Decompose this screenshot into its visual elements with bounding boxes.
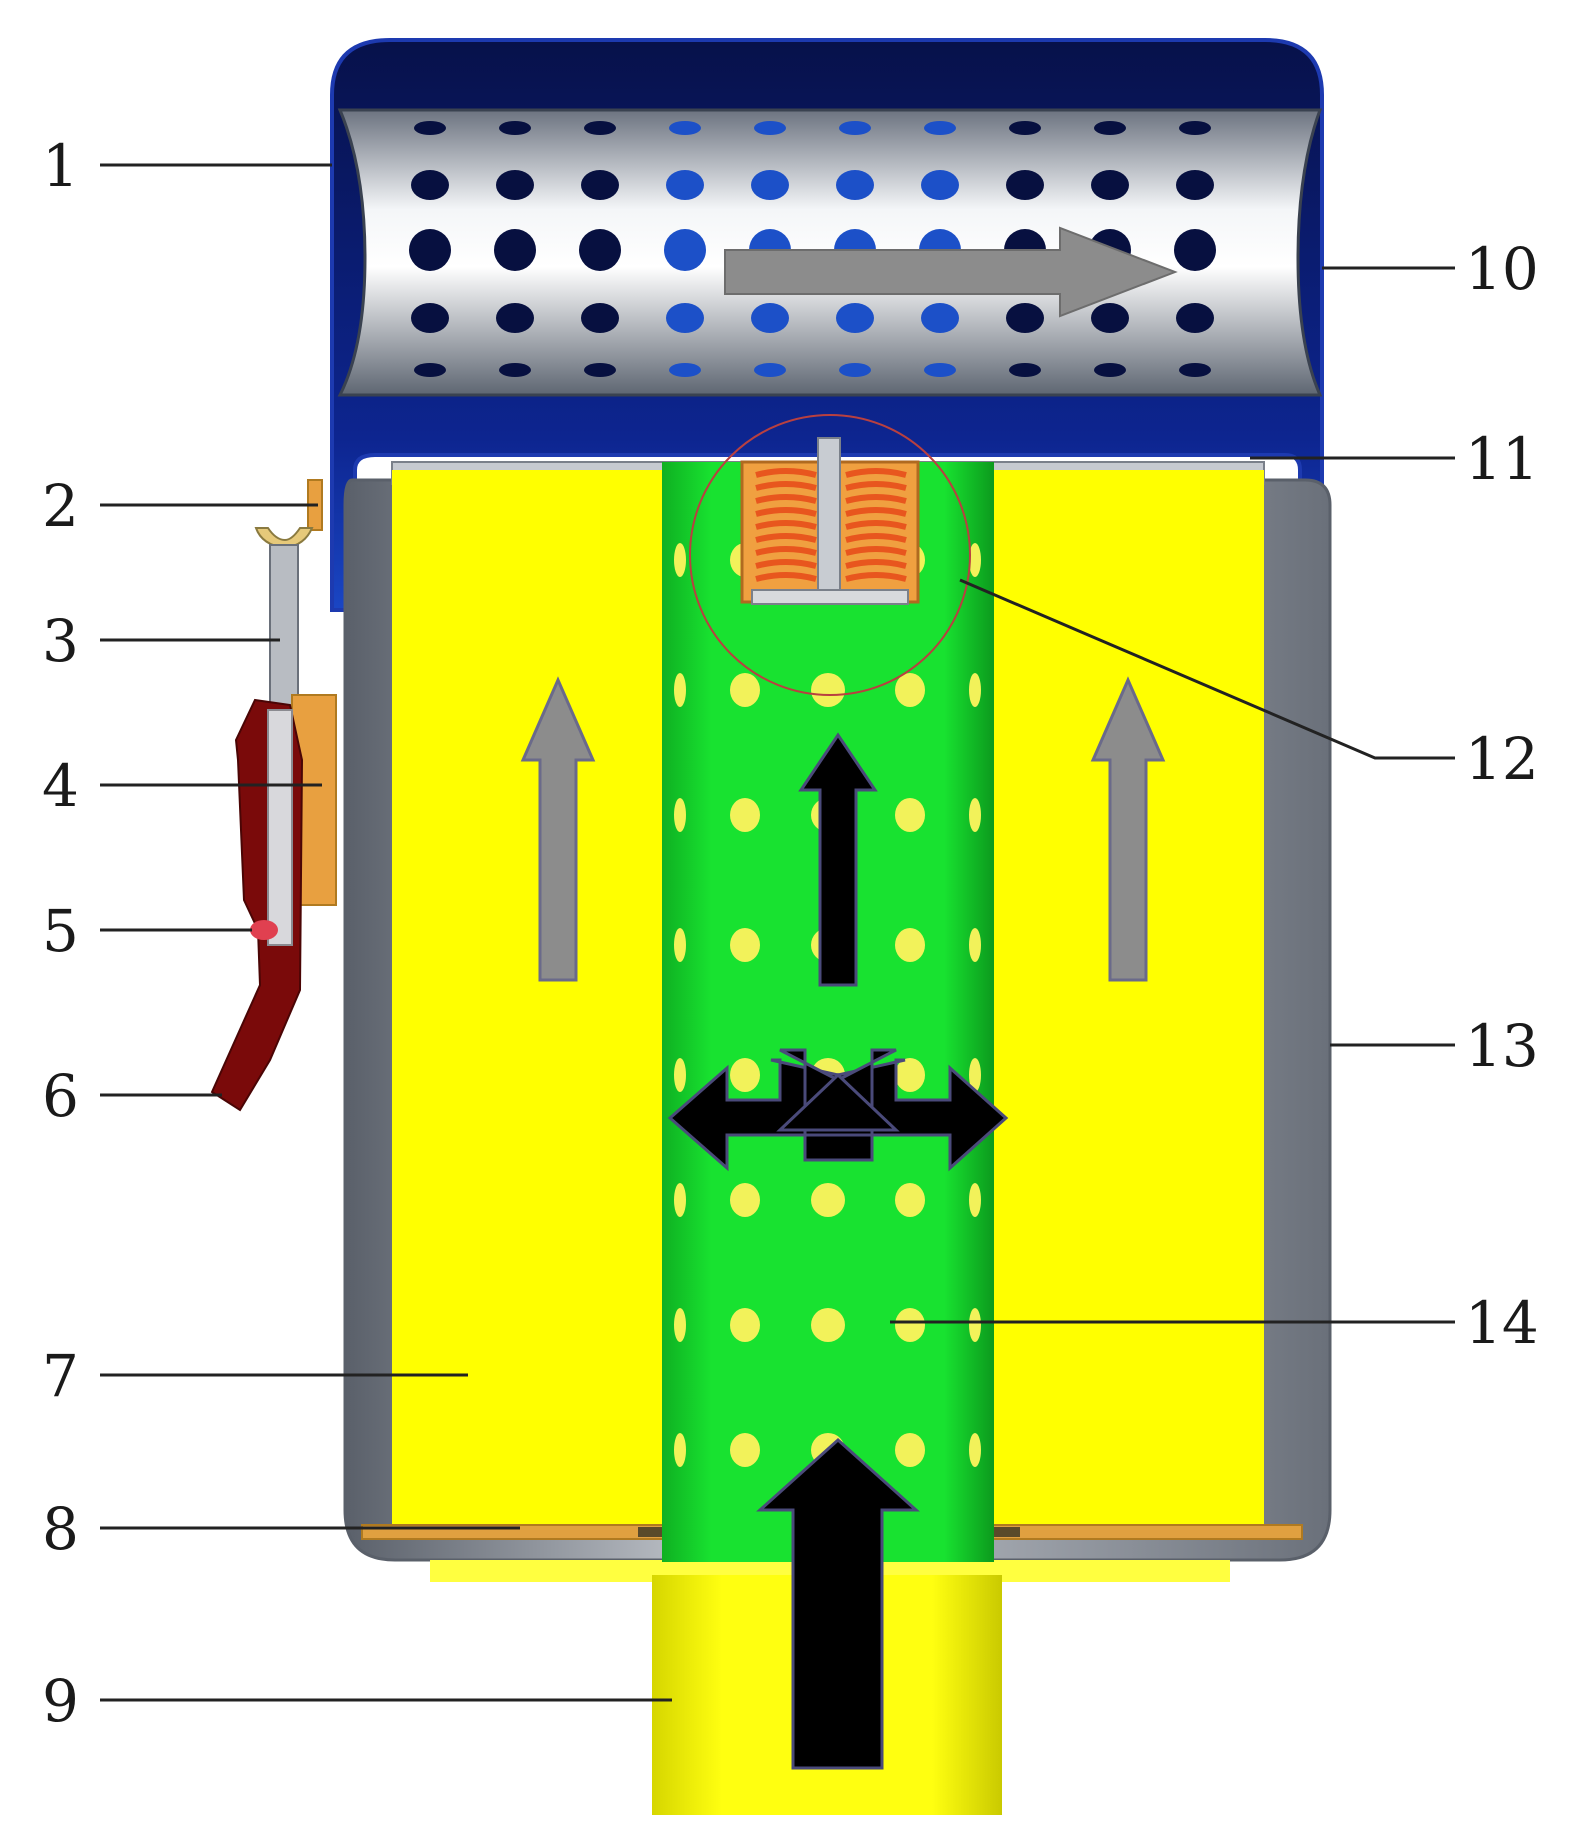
medium-flow-arrow-right	[1090, 676, 1166, 982]
leader-lines	[100, 163, 1455, 1702]
side-mechanism	[210, 479, 337, 1112]
bypass-valve	[689, 414, 971, 696]
flow-arrows	[520, 676, 1166, 1770]
valve-spring-icon	[755, 468, 907, 582]
inlet-flow-arrow	[756, 1437, 920, 1770]
callout-5: 5	[42, 897, 79, 965]
medium-flow-arrow-left	[520, 676, 596, 982]
callout-9: 9	[42, 1667, 79, 1735]
core-up-arrow	[798, 732, 878, 987]
callout-labels: 1 2 3 4 5 6 7 8 9 10 11 12 13 14	[42, 132, 1539, 1735]
callout-2: 2	[42, 472, 79, 540]
callout-10: 10	[1465, 235, 1539, 303]
perforated-center-core	[662, 462, 994, 1562]
callout-4: 4	[42, 752, 79, 820]
callout-12: 12	[1465, 725, 1539, 793]
callout-8: 8	[42, 1495, 79, 1563]
core-cross-arrow-tip	[776, 1072, 900, 1132]
callout-13: 13	[1465, 1012, 1539, 1080]
callout-11: 11	[1465, 425, 1539, 493]
callout-3: 3	[42, 607, 79, 675]
perforated-outlet-tube	[337, 108, 1323, 397]
callout-1: 1	[42, 132, 79, 200]
outlet-flow-arrow	[724, 226, 1178, 318]
callout-6: 6	[42, 1062, 79, 1130]
callout-14: 14	[1465, 1289, 1539, 1357]
callout-7: 7	[42, 1342, 79, 1410]
